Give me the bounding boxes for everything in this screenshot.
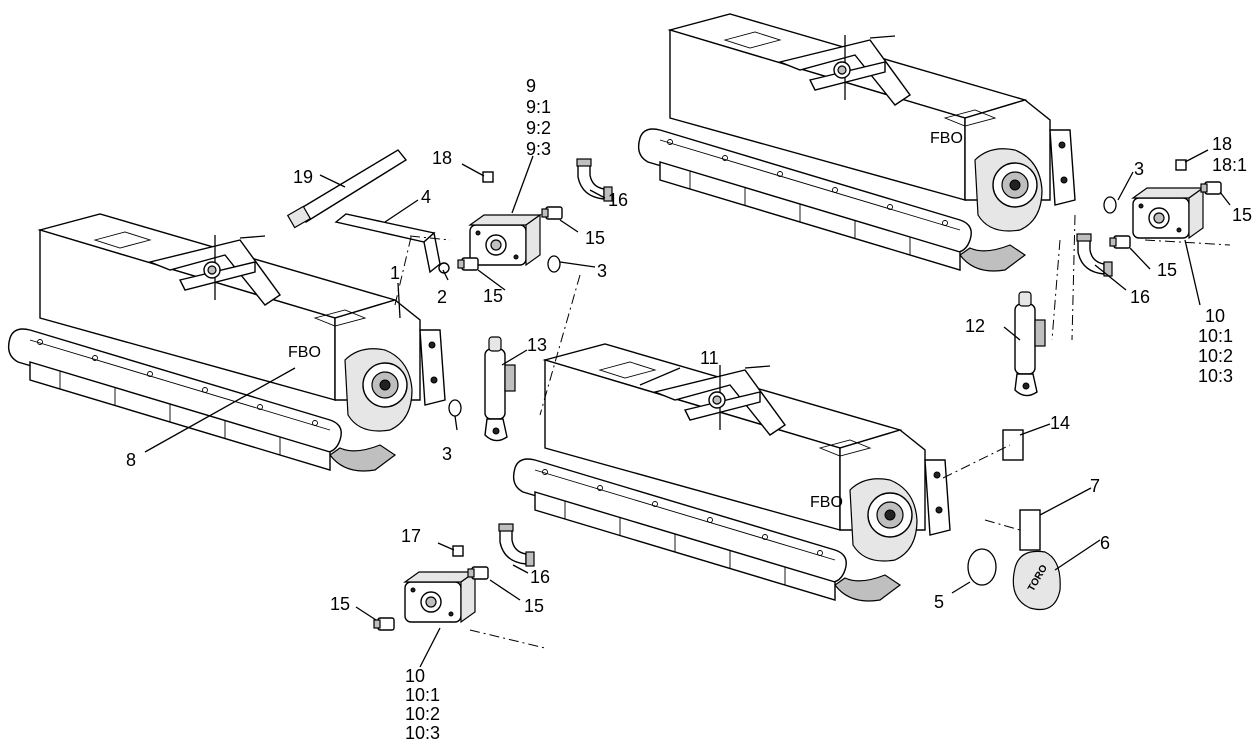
deck-logo-right: FBO [930, 130, 963, 147]
plate-part-4 [334, 213, 441, 274]
deck-top-right [637, 13, 1076, 272]
callout-3-left: 3 [442, 444, 452, 464]
fitting-15-f [1200, 181, 1222, 195]
callout-18-right-line-1: 18 [1212, 134, 1232, 154]
assembly-line-b [394, 232, 413, 306]
elbow-fitting-16-a [576, 158, 613, 202]
assembly-line-c [1051, 239, 1061, 341]
callout-19: 19 [293, 167, 313, 187]
callout-11: 11 [700, 348, 719, 368]
cylinder-part-12 [1014, 291, 1046, 397]
callout-9-line-4: 9:3 [526, 139, 551, 159]
o-ring-3-a [547, 255, 561, 273]
plug-part-18 [482, 171, 494, 183]
callout-16-lower: 16 [530, 567, 550, 587]
plug-part-17 [452, 545, 464, 557]
callout-14: 14 [1050, 413, 1070, 433]
elbow-fitting-16-b [498, 523, 535, 567]
callout-15-lower-right: 15 [524, 596, 544, 616]
assembly-line-i [409, 235, 451, 241]
callout-7: 7 [1090, 476, 1100, 496]
callout-9-line-3: 9:2 [526, 118, 551, 138]
callout-15-right-mid: 15 [1157, 260, 1177, 280]
shaft-part-19 [286, 149, 408, 229]
callout-6: 6 [1100, 533, 1110, 553]
callout-4: 4 [421, 187, 431, 207]
deck-logo-center: FBO [810, 494, 843, 511]
deck-logo-left: FBO [288, 344, 321, 361]
callout-18: 18 [432, 148, 452, 168]
assembly-line-e [942, 444, 1011, 479]
callout-17: 17 [401, 526, 421, 546]
assembly-line-h [469, 629, 546, 649]
callout-3-mid: 3 [597, 261, 607, 281]
o-ring-3-b [448, 399, 462, 417]
callout-10-right-line-2: 10:1 [1198, 326, 1233, 346]
callout-10-right-line-3: 10:2 [1198, 346, 1233, 366]
callout-5: 5 [934, 592, 944, 612]
callout-15-right-top: 15 [1232, 205, 1252, 225]
callout-10-lower-line-1: 10 [405, 666, 425, 686]
callout-15-b: 15 [585, 228, 605, 248]
assembly-line-d [1071, 214, 1076, 341]
callout-13: 13 [527, 335, 547, 355]
callout-9-line-1: 9 [526, 76, 536, 96]
decal-part-14 [1002, 429, 1024, 461]
leader-lines [144, 149, 1231, 668]
assembly-line-g [1144, 239, 1231, 246]
assembly-line-a [539, 274, 581, 416]
callout-8: 8 [126, 450, 136, 470]
o-ring-3-c [1103, 196, 1117, 214]
fitting-15-a [457, 257, 479, 271]
gasket-part-5 [967, 548, 997, 586]
cylinder-part-13 [484, 336, 516, 442]
deck-center [512, 343, 951, 602]
callout-15-lower-left: 15 [330, 594, 350, 614]
callout-10-lower-line-4: 10:3 [405, 723, 440, 743]
deck-left [7, 213, 446, 472]
fitting-15-b [541, 206, 563, 220]
callout-10-lower-line-2: 10:1 [405, 685, 440, 705]
callout-10-right-line-4: 10:3 [1198, 366, 1233, 386]
pump-part-10-right [1132, 187, 1204, 239]
callout-9-line-2: 9:1 [526, 97, 551, 117]
pump-part-10-lower [404, 571, 476, 623]
callout-12: 12 [965, 316, 985, 336]
assembly-line-f [984, 519, 1021, 531]
fitting-15-c [373, 617, 395, 631]
cover-part-6: TORO [1012, 550, 1061, 611]
plug-part-18-right [1175, 159, 1187, 171]
pump-part-9 [469, 214, 541, 266]
callout-15-a: 15 [483, 286, 503, 306]
callout-3-right: 3 [1134, 159, 1144, 179]
callout-1: 1 [390, 263, 400, 283]
callout-18-right-line-2: 18:1 [1212, 155, 1247, 175]
callout-16-right: 16 [1130, 287, 1150, 307]
callout-10-right-line-1: 10 [1205, 306, 1225, 326]
fitting-15-e [1109, 235, 1131, 249]
callout-10-lower-line-3: 10:2 [405, 704, 440, 724]
callout-2: 2 [437, 287, 447, 307]
elbow-fitting-16-c [1076, 233, 1113, 277]
fitting-15-d [467, 566, 489, 580]
decal-part-7 [1019, 509, 1041, 551]
callout-16-top: 16 [608, 190, 628, 210]
